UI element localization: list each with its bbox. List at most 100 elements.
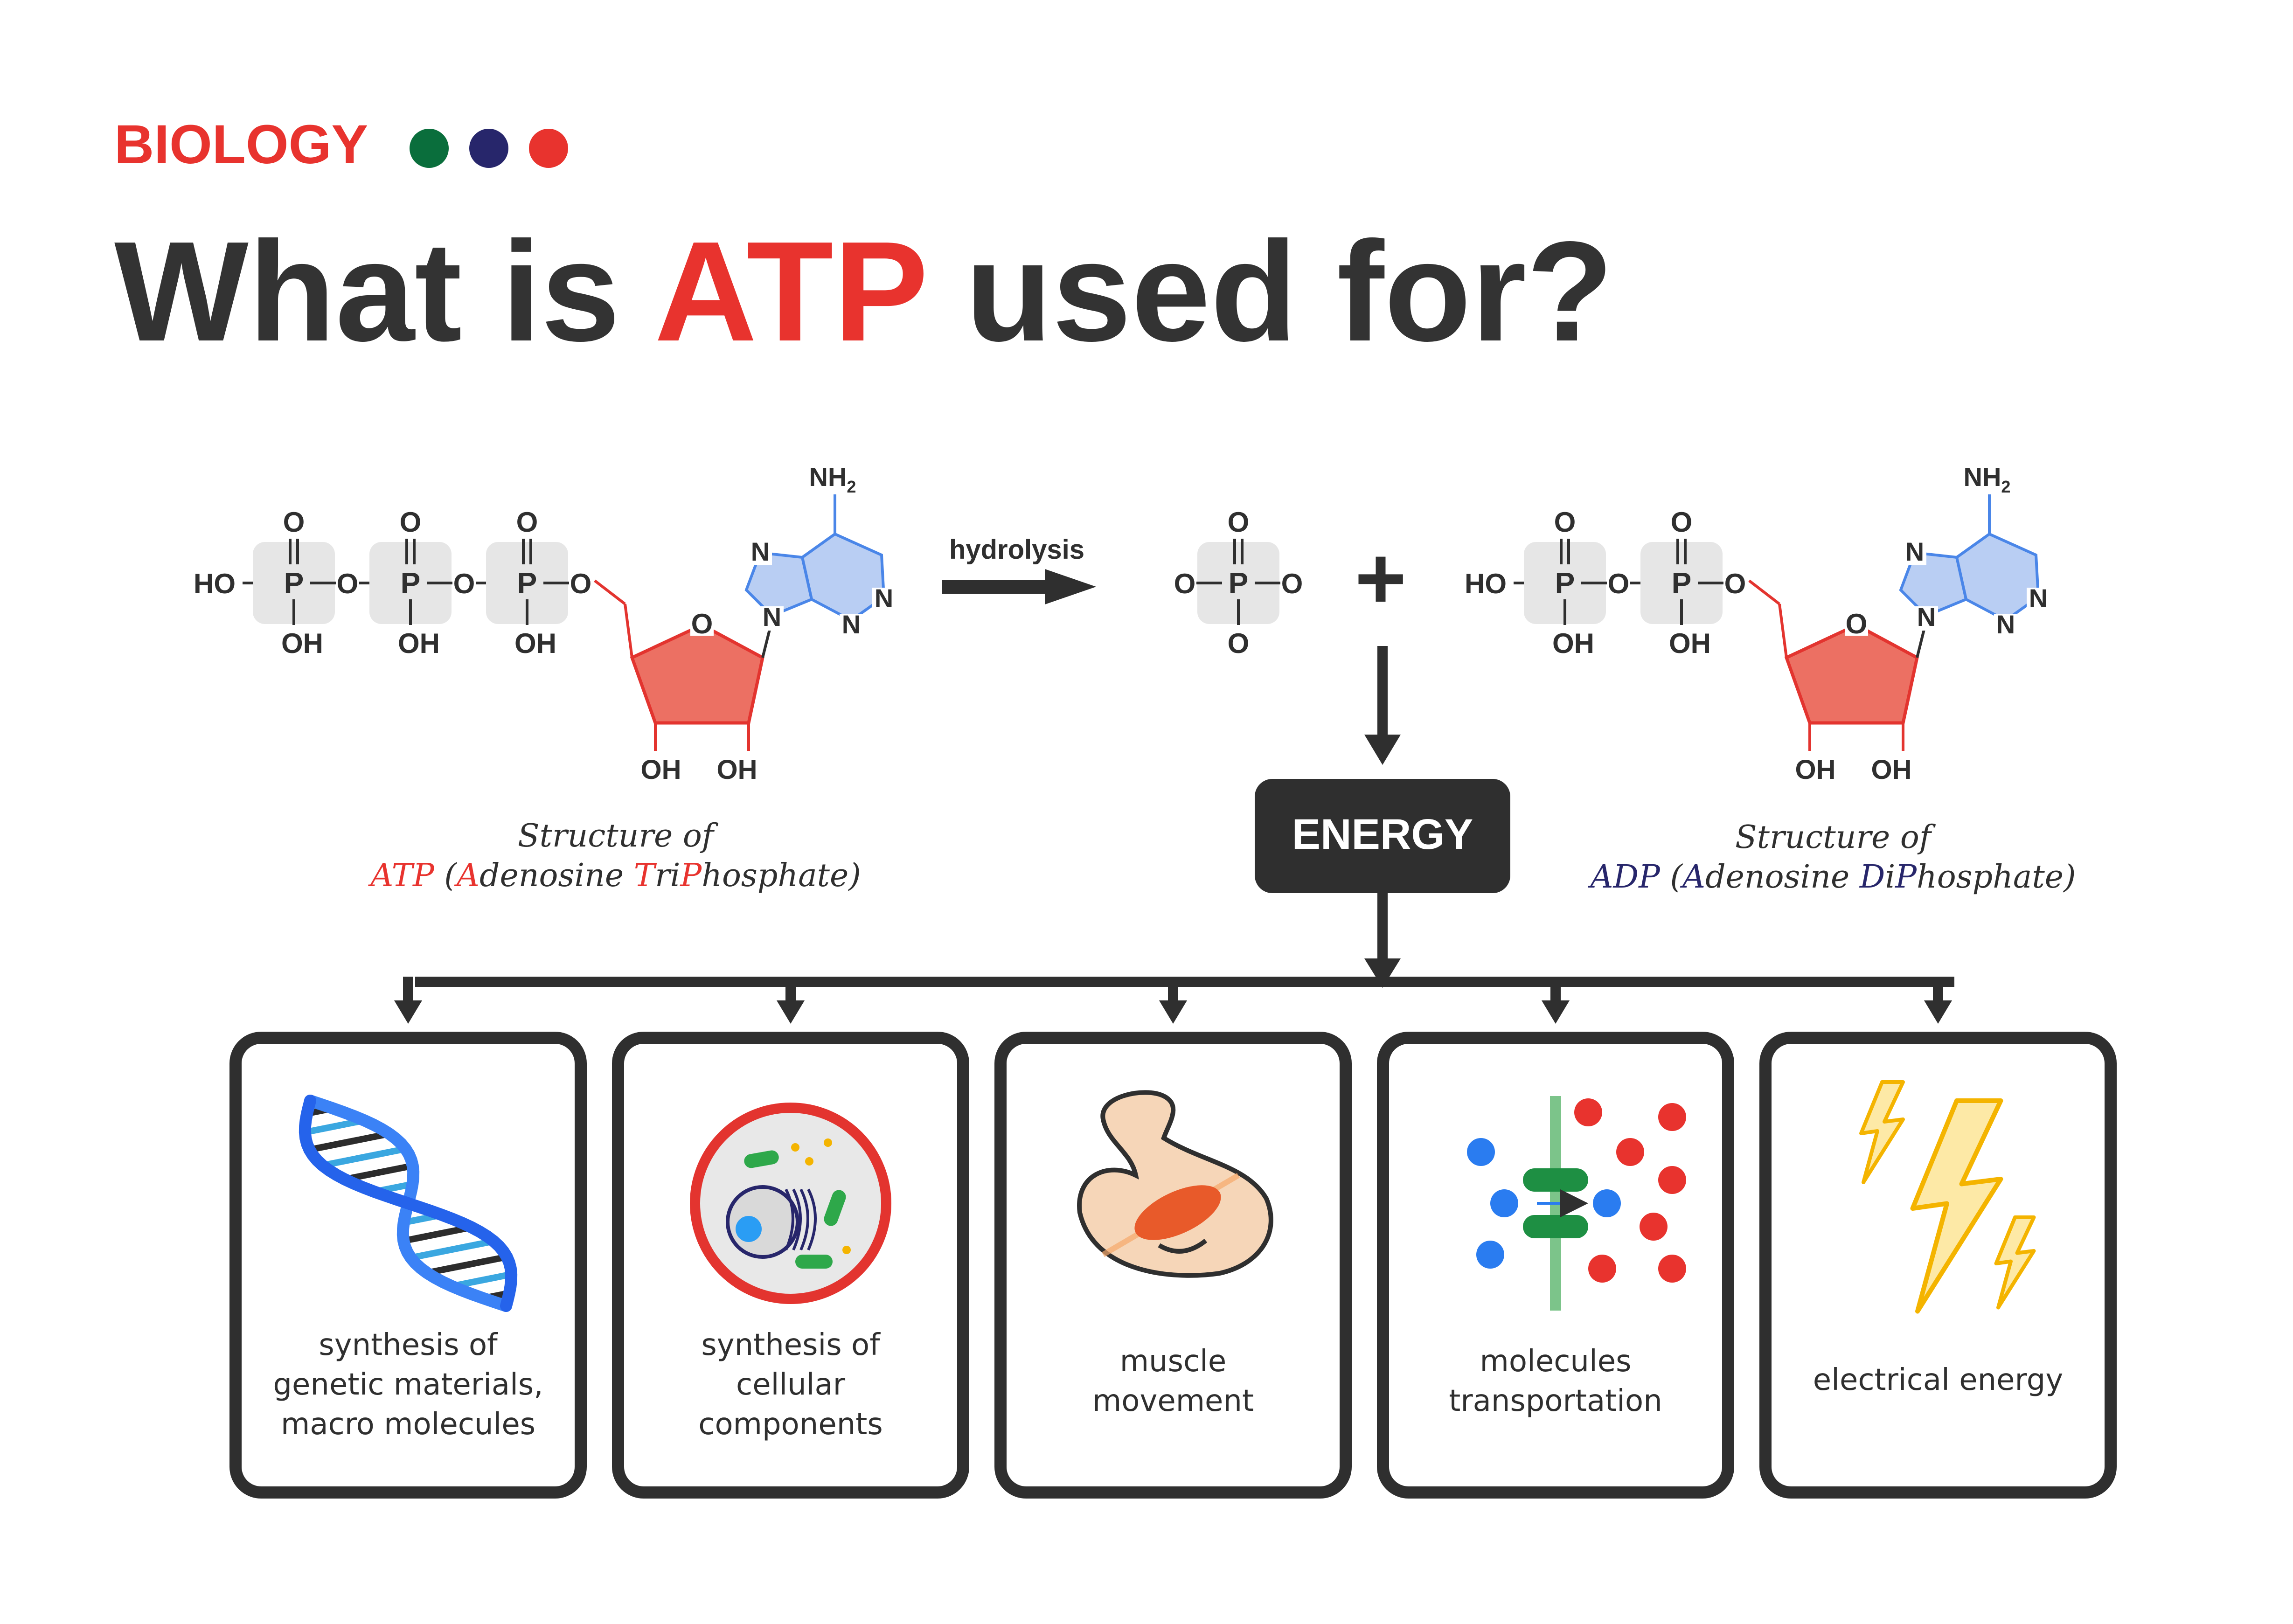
lightning-icon (1859, 1080, 2036, 1314)
muscle-icon (1077, 1090, 1273, 1278)
caption-segment: A (1680, 859, 1705, 895)
hydroxyl-label: OH (281, 628, 323, 659)
caption-segment: P (679, 857, 702, 894)
energy-label: ENERGY (1292, 811, 1473, 858)
nitrogen-label: N (1917, 602, 1936, 632)
hydroxyl-label: OH (1552, 628, 1594, 659)
bridge-oxygen-label: O (453, 568, 475, 599)
ring-oxygen-label: O (691, 608, 713, 639)
dot-green (410, 129, 449, 168)
hydroxyl-label: OH (1669, 628, 1711, 659)
bridge-oxygen-label: O (337, 568, 359, 599)
phosphorus-label: P (1229, 566, 1249, 600)
hydroxyl-label: OH (1871, 755, 1912, 785)
dot-red (529, 129, 568, 168)
card-label-line: synthesis of (319, 1328, 498, 1362)
dot-navy (469, 129, 508, 168)
caption-segment: denosine (1705, 859, 1860, 895)
adenine-six-ring (1955, 532, 2040, 622)
category-label: BIOLOGY (114, 114, 368, 175)
hydroxyl-label: OH (1795, 755, 1836, 785)
caption-segment: ( (1660, 859, 1683, 895)
use-card: electrical energy (1759, 1032, 2117, 1499)
nitrogen-label: N (1905, 537, 1924, 566)
oxygen-label: O (1174, 568, 1196, 599)
oxygen-label: O (1228, 507, 1250, 538)
branch-arrow-stem (1933, 977, 1943, 1005)
bridge-oxygen-label: O (1608, 568, 1630, 599)
hydroxyl-label: OH (717, 755, 757, 785)
oxygen-label: O (400, 507, 422, 538)
phosphate-highlight (486, 542, 568, 624)
atp-caption: Structure of ATP (Adenosine TriPhosphate… (368, 818, 861, 894)
caption-segment: hosphate) (702, 857, 861, 894)
membrane-transport-icon (1467, 1096, 1686, 1311)
adp-caption-line2: ADP (Adenosine DiPhosphate) (1587, 859, 2076, 895)
caption-segment: ATP (368, 857, 435, 894)
cell-icon (690, 1103, 891, 1304)
oxygen-label: O (1228, 628, 1250, 659)
oxygen-label: O (1281, 568, 1303, 599)
adp-caption-line1: Structure of (1735, 819, 1936, 856)
oxygen-label: O (1554, 507, 1576, 538)
caption-segment: ( (434, 857, 458, 894)
ribose-ring (1784, 623, 1919, 725)
hydroxyl-label: HO (1465, 568, 1507, 599)
distribution-arrows (394, 893, 1954, 1024)
card-label-line: components (698, 1407, 882, 1442)
caption-segment: T (634, 857, 657, 894)
card-label-line: electrical energy (1813, 1363, 2063, 1397)
nitrogen-label: N (875, 583, 893, 613)
ribose-ring (630, 623, 764, 725)
nitrogen-label: N (2029, 583, 2048, 613)
amino-subscript: 2 (2001, 477, 2010, 496)
title-part1: What is (114, 212, 654, 371)
branch-arrow-head (1159, 1000, 1187, 1024)
caption-segment: ri (655, 857, 680, 894)
arrow-head (1045, 569, 1096, 604)
dna-icon (299, 1095, 518, 1312)
amino-subscript: 2 (847, 477, 856, 496)
hydroxyl-label: OH (514, 628, 556, 659)
phosphate-highlight (1640, 542, 1723, 624)
phosphorus-label: P (284, 566, 304, 600)
branch-arrow-head (1542, 1000, 1570, 1024)
card-label-line: movement (1092, 1384, 1254, 1418)
branch-arrow-head (777, 1000, 805, 1024)
adp-caption: Structure of ADP (Adenosine DiPhosphate) (1587, 819, 2076, 895)
phosphate-highlight (1197, 542, 1279, 624)
nitrogen-label: N (1996, 610, 2015, 639)
caption-segment: hosphate) (1917, 859, 2076, 895)
phosphorus-label: P (1555, 566, 1575, 600)
card-label-line: cellular (736, 1367, 846, 1402)
header-dots (410, 129, 568, 168)
nitrogen-label: N (751, 537, 770, 566)
caption-segment: P (1894, 859, 1917, 895)
energy-arrow (1364, 646, 1401, 765)
plus-sign: + (1355, 529, 1407, 628)
card-label-line: transportation (1449, 1384, 1662, 1418)
card-frame (229, 1032, 587, 1499)
card-label-line: genetic materials, (273, 1367, 543, 1402)
nitrogen-label: N (763, 602, 781, 632)
bridge-oxygen-label: O (1724, 568, 1746, 599)
page-title: What is ATP used for? (114, 212, 1613, 371)
hydrolysis-arrow: hydrolysis (942, 534, 1096, 604)
caption-segment: denosine (479, 857, 634, 894)
bridge-oxygen-label: O (570, 568, 592, 599)
hydrolysis-label: hydrolysis (949, 534, 1084, 565)
amino-label: NH2 (1964, 462, 2011, 496)
branch-arrow-stem (1168, 977, 1178, 1005)
adenine-five-ring (744, 551, 813, 618)
title-highlight: ATP (654, 212, 926, 371)
distribution-bar (415, 977, 1954, 987)
caption-segment: A (454, 857, 479, 894)
